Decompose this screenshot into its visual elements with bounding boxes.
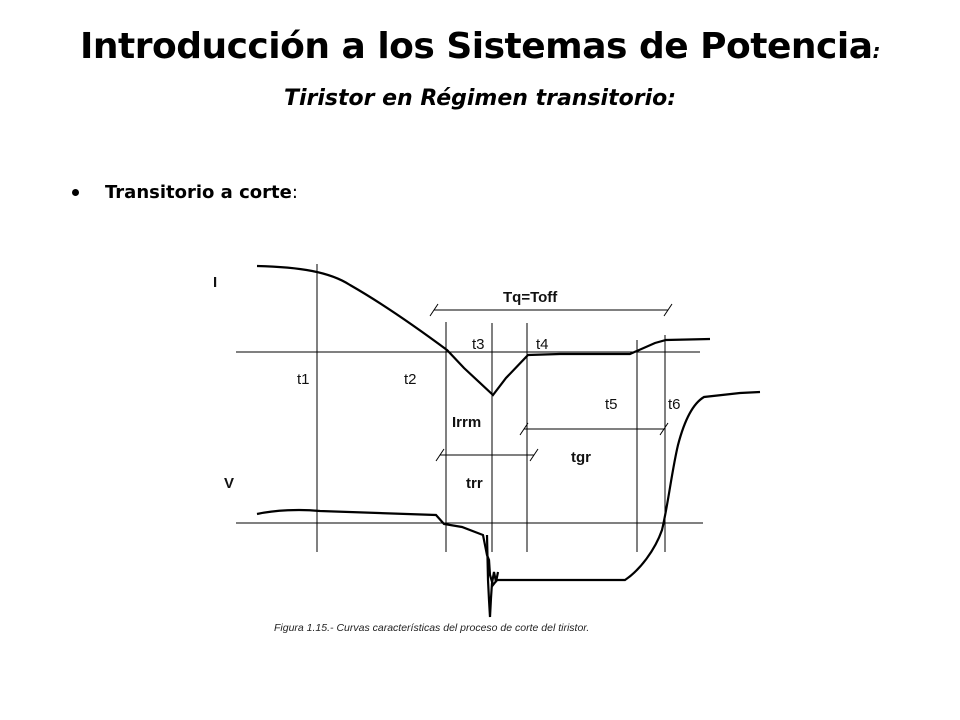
- slide-title-text: Introducción a los Sistemas de Potencia: [79, 26, 873, 67]
- bullet-suffix: :: [291, 182, 298, 203]
- t2-label: t2: [404, 371, 417, 388]
- bullet-dot-icon: [72, 189, 79, 196]
- voltage-spike: [485, 534, 500, 618]
- voltage-axis-label: V: [224, 475, 234, 492]
- bullet-text: Transitorio a corte:: [105, 182, 298, 203]
- current-axis-label: I: [213, 274, 217, 291]
- current-curve: [256, 264, 711, 397]
- voltage-curve: [256, 390, 761, 588]
- irrm-label: Irrm: [452, 414, 481, 431]
- bullet-bold-text: Transitorio a corte: [105, 182, 292, 203]
- trr-tick-left: [435, 448, 445, 462]
- tgr-tick-left: [519, 422, 529, 436]
- tq-label: Tq=Toff: [503, 289, 558, 306]
- tq-tick-right: [663, 303, 673, 317]
- figure-caption: Figura 1.15.- Curvas características del…: [274, 622, 590, 634]
- trr-tick-right: [529, 448, 539, 462]
- slide-title-colon: :: [872, 39, 881, 63]
- t3-label: t3: [472, 336, 485, 353]
- trr-label: trr: [466, 475, 483, 492]
- bullet-item: Transitorio a corte:: [72, 182, 298, 203]
- slide-subtitle: Tiristor en Régimen transitorio:: [283, 86, 677, 111]
- slide-title: Introducción a los Sistemas de Potencia:: [0, 26, 960, 67]
- tgr-label: tgr: [571, 449, 591, 466]
- t5-label: t5: [605, 396, 618, 413]
- tgr-tick-right: [659, 422, 669, 436]
- t4-label: t4: [536, 336, 549, 353]
- tq-tick-left: [429, 303, 439, 317]
- t6-label: t6: [668, 396, 681, 413]
- t1-label: t1: [297, 371, 310, 388]
